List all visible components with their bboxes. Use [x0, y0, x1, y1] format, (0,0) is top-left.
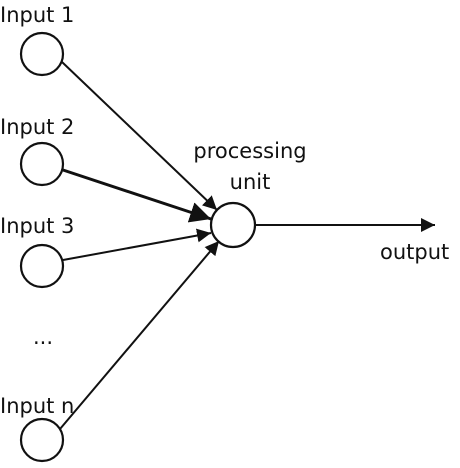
input-label-2: Input 2 — [0, 115, 75, 139]
edge-inputn-to-unit — [59, 240, 220, 430]
input-label-1: Input 1 — [0, 3, 75, 27]
processing-label-unit: unit — [229, 170, 271, 194]
input-node-n — [19, 417, 65, 463]
input-node-3 — [19, 243, 65, 289]
edge-input2-to-unit — [62, 168, 212, 223]
input-label-3: Input 3 — [0, 214, 75, 238]
ellipsis-label: ... — [33, 325, 54, 349]
input-node-2 — [19, 141, 65, 187]
processing-unit-node — [209, 201, 257, 249]
output-label: output — [380, 240, 450, 264]
edge-input1-to-unit — [61, 61, 218, 211]
edge-input3-to-unit — [62, 228, 212, 261]
input-label-n: Input n — [0, 394, 75, 418]
processing-label: processing — [193, 139, 307, 163]
input-node-1 — [19, 31, 65, 77]
